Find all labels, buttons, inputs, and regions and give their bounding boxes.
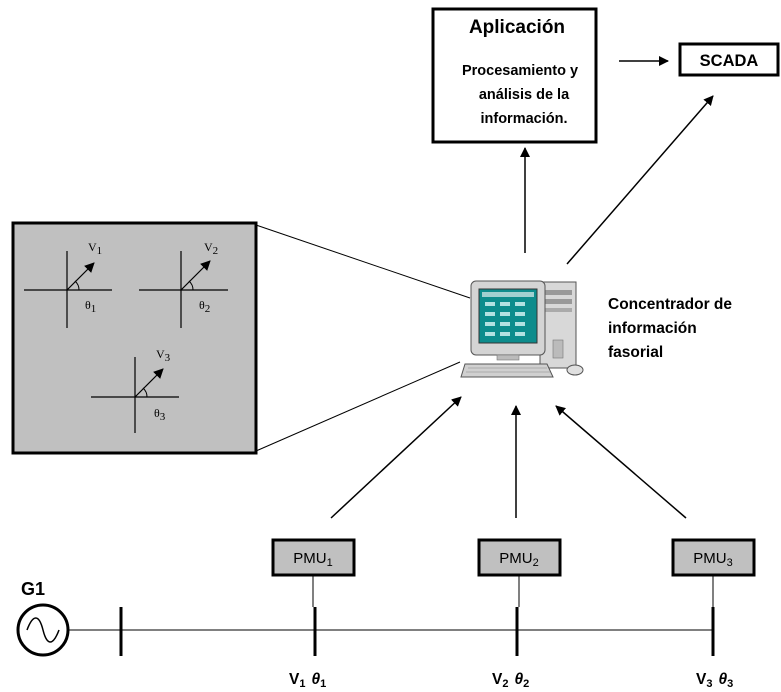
pmu-3-box: PMU3 bbox=[671, 538, 756, 577]
computer-icon bbox=[460, 280, 584, 378]
application-title: Aplicación bbox=[469, 17, 565, 38]
phasor-2-theta: θ2 bbox=[199, 298, 210, 315]
phasor-1: V1 θ1 bbox=[24, 240, 112, 328]
pmu-2-box: PMU2 bbox=[477, 538, 562, 577]
scada-box: SCADA bbox=[678, 42, 780, 77]
pmu-2-label: PMU2 bbox=[499, 550, 538, 569]
phasor-2: V2 θ2 bbox=[139, 240, 228, 328]
generator-label: G1 bbox=[21, 579, 45, 599]
concentrator-line-3: fasorial bbox=[608, 344, 663, 361]
application-box: Aplicación Procesamiento y análisis de l… bbox=[431, 7, 598, 144]
arrow-pc-to-scada bbox=[566, 95, 714, 265]
arrow-pmu3-to-pc bbox=[555, 405, 687, 519]
application-line-1: Procesamiento y bbox=[462, 63, 578, 79]
concentrator-line-1: Concentrador de bbox=[608, 296, 732, 313]
zoom-line-bottom bbox=[255, 361, 461, 452]
concentrator-label: Concentrador de información fasorial bbox=[608, 296, 732, 361]
pmu-3-label: PMU3 bbox=[693, 550, 732, 569]
phasor-3: V3 θ3 bbox=[91, 347, 179, 433]
phasor-panel: V1 θ1 V2 θ2 V3 θ3 bbox=[11, 221, 258, 455]
phasor-2-v: V2 bbox=[204, 240, 218, 257]
phasor-3-v: V3 bbox=[156, 347, 171, 364]
pmu-1-box: PMU1 bbox=[271, 538, 356, 577]
phasor-3-theta: θ3 bbox=[154, 406, 166, 423]
phasor-1-v: V1 bbox=[88, 240, 102, 257]
pmu-1-label: PMU1 bbox=[293, 550, 332, 569]
arrow-pmu1-to-pc bbox=[330, 396, 462, 519]
application-line-3: información. bbox=[480, 111, 567, 127]
zoom-line-top bbox=[255, 224, 471, 299]
concentrator-line-2: información bbox=[608, 320, 697, 337]
application-line-2: análisis de la bbox=[479, 87, 570, 103]
phasor-1-theta: θ1 bbox=[85, 298, 96, 315]
scada-label: SCADA bbox=[700, 52, 759, 70]
generator-symbol: G1 bbox=[16, 579, 70, 657]
